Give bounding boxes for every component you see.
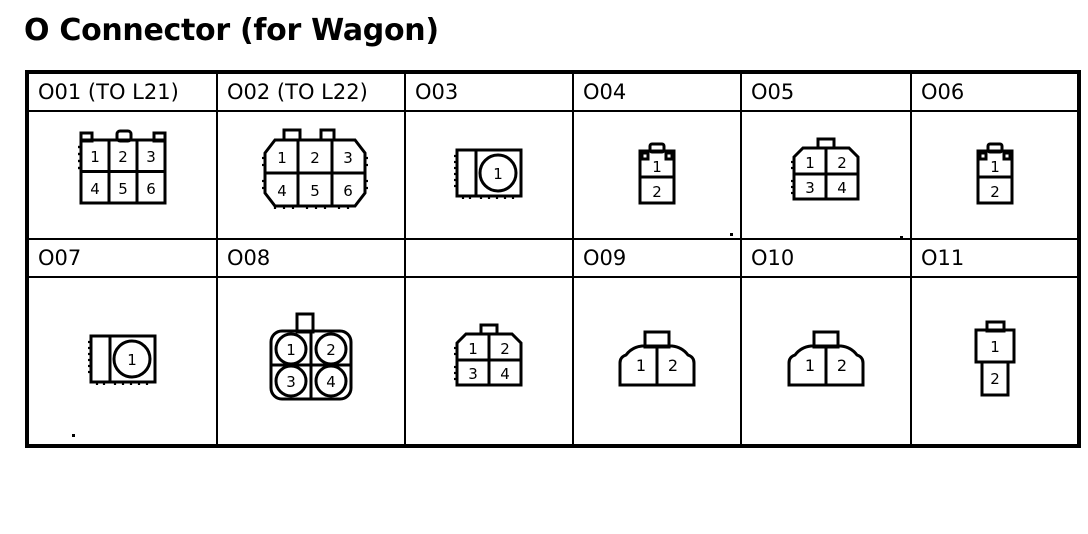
header-cell-o01[interactable]: O01 (TO L21) bbox=[26, 71, 218, 112]
svg-text:4: 4 bbox=[837, 179, 847, 197]
header-cell-o10[interactable]: O10 bbox=[740, 238, 912, 278]
svg-text:5: 5 bbox=[310, 182, 320, 200]
svg-text:1: 1 bbox=[990, 158, 1000, 176]
svg-text:3: 3 bbox=[286, 373, 296, 391]
svg-text:1: 1 bbox=[127, 351, 137, 369]
svg-text:1: 1 bbox=[652, 158, 662, 176]
o04-connector-svg: 12 bbox=[638, 142, 676, 205]
svg-text:1: 1 bbox=[636, 356, 646, 375]
diagram-cell-o08[interactable]: 1 2 3 4 bbox=[216, 276, 406, 447]
header-cell-blank[interactable] bbox=[404, 238, 574, 278]
diagram-cell-o05[interactable]: 1 2 3 4 bbox=[740, 110, 912, 240]
svg-text:5: 5 bbox=[118, 180, 128, 198]
connector-diagram-o08: 1 2 3 4 bbox=[218, 278, 404, 444]
svg-text:3: 3 bbox=[468, 365, 478, 383]
header-cell-o11[interactable]: O11 bbox=[910, 238, 1080, 278]
svg-text:1: 1 bbox=[277, 149, 287, 167]
o05-connector-svg: 1 2 3 4 bbox=[791, 137, 860, 201]
svg-text:1: 1 bbox=[90, 148, 100, 166]
svg-text:4: 4 bbox=[500, 365, 510, 383]
svg-text:6: 6 bbox=[343, 182, 353, 200]
svg-text:1: 1 bbox=[468, 340, 478, 358]
connector-diagram-o07: 1 bbox=[29, 278, 216, 444]
header-cell-o07[interactable]: O07 bbox=[26, 238, 218, 278]
blank-connector-svg: 1 2 3 4 bbox=[454, 323, 523, 387]
diagram-row-2: 1 bbox=[26, 276, 1080, 447]
svg-text:6: 6 bbox=[146, 180, 156, 198]
svg-text:4: 4 bbox=[90, 180, 100, 198]
header-cell-o06[interactable]: O06 bbox=[910, 71, 1080, 112]
connector-diagram-o03: 1 bbox=[406, 112, 572, 238]
svg-text:4: 4 bbox=[326, 373, 336, 391]
diagram-cell-o07[interactable]: 1 bbox=[26, 276, 218, 447]
connector-diagram-o05: 1 2 3 4 bbox=[742, 112, 910, 238]
header-cell-o03[interactable]: O03 bbox=[404, 71, 574, 112]
header-cell-o08[interactable]: O08 bbox=[216, 238, 406, 278]
o11-connector-svg: 12 bbox=[974, 320, 1015, 397]
svg-text:2: 2 bbox=[837, 356, 847, 375]
svg-text:2: 2 bbox=[990, 370, 1000, 388]
o06-connector-svg: 12 bbox=[976, 142, 1013, 205]
header-cell-o05[interactable]: O05 bbox=[740, 71, 912, 112]
o02-connector-svg: 1 2 3 4 5 6 bbox=[262, 128, 368, 209]
header-cell-o04[interactable]: O04 bbox=[572, 71, 742, 112]
svg-text:2: 2 bbox=[118, 148, 128, 166]
connector-diagram-blank: 1 2 3 4 bbox=[406, 278, 572, 444]
svg-text:4: 4 bbox=[277, 182, 287, 200]
page-title: O Connector (for Wagon) bbox=[24, 13, 439, 48]
svg-text:2: 2 bbox=[326, 341, 336, 359]
header-row-2: O07 O08 O09 O10 O11 bbox=[26, 238, 1080, 278]
o03-connector-svg: 1 bbox=[454, 148, 523, 199]
o08-connector-svg: 1 2 3 4 bbox=[269, 312, 353, 401]
svg-text:2: 2 bbox=[500, 340, 510, 358]
connector-diagram-o02: 1 2 3 4 5 6 bbox=[218, 112, 404, 238]
svg-text:2: 2 bbox=[310, 149, 320, 167]
svg-text:1: 1 bbox=[805, 356, 815, 375]
header-row-1: O01 (TO L21) O02 (TO L22) O03 O04 O05 O0… bbox=[26, 71, 1080, 112]
scan-speck bbox=[900, 236, 903, 239]
diagram-cell-blank[interactable]: 1 2 3 4 bbox=[404, 276, 574, 447]
svg-text:2: 2 bbox=[652, 183, 662, 201]
scan-speck bbox=[730, 233, 733, 236]
connector-table: O01 (TO L21) O02 (TO L22) O03 O04 O05 O0… bbox=[25, 70, 1081, 448]
diagram-cell-o03[interactable]: 1 bbox=[404, 110, 574, 240]
diagram-cell-o02[interactable]: 1 2 3 4 5 6 bbox=[216, 110, 406, 240]
o07-connector-svg: 1 bbox=[87, 334, 156, 385]
scan-speck bbox=[72, 434, 75, 437]
svg-text:2: 2 bbox=[837, 154, 847, 172]
svg-text:2: 2 bbox=[990, 183, 1000, 201]
svg-text:1: 1 bbox=[805, 154, 815, 172]
header-cell-o02[interactable]: O02 (TO L22) bbox=[216, 71, 406, 112]
svg-text:3: 3 bbox=[805, 179, 815, 197]
svg-text:1: 1 bbox=[286, 341, 296, 359]
svg-text:3: 3 bbox=[343, 149, 353, 167]
svg-text:1: 1 bbox=[990, 338, 1000, 356]
header-cell-o09[interactable]: O09 bbox=[572, 238, 742, 278]
svg-text:2: 2 bbox=[668, 356, 678, 375]
svg-text:3: 3 bbox=[146, 148, 156, 166]
svg-text:1: 1 bbox=[493, 165, 503, 183]
